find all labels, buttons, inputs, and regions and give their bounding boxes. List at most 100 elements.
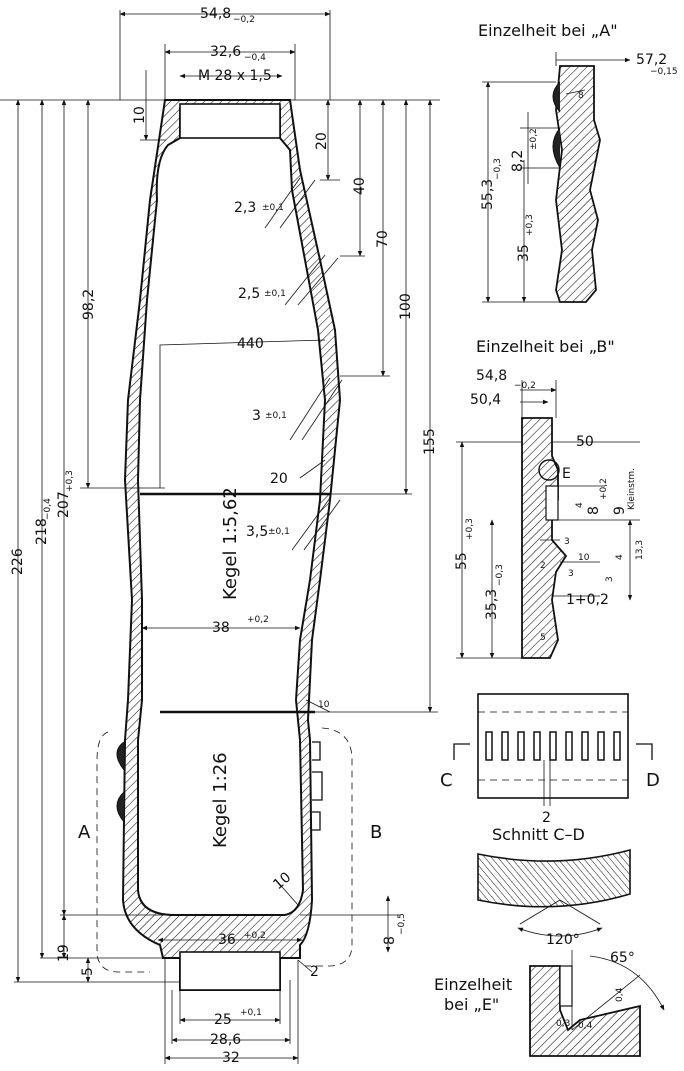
detail-a-dim-35: 35 [516,244,532,262]
detail-e-title-2: bei „E" [444,995,499,1014]
detail-e-title-1: Einzelheit [434,975,512,994]
dim-155: 155 [422,428,438,455]
detail-b-dim-5: 5 [540,633,546,643]
section-letter-a: A [78,822,91,843]
wall-dims: 2,3 ±0,1 2,5 ±0,1 3 ±0,1 3,5 ±0,1 [234,177,343,551]
detail-e-dim-0-4b: 0,4 [578,1021,593,1031]
detail-a-dim-8-2-tol: ±0,2 [529,128,539,150]
detail-a-dim-57-tol: −0,15 [650,67,678,77]
bottom-25-tol: +0,1 [240,1008,262,1018]
detail-a-groove-2 [552,127,561,169]
section-label-d: D [646,770,660,791]
detail-b-dim-13-3: 13,3 [635,540,645,560]
svg-text:±0,1: ±0,1 [268,527,290,537]
dim-overall-width: 54,8 [200,6,231,22]
detail-outline-b [305,727,353,967]
detail-b-dim-55-tol: +0,3 [465,518,475,540]
detail-b: Einzelheit bei „B" E 54,8 −0,2 50,4 50 4… [454,337,645,659]
wall-20: 20 [270,471,288,487]
detail-b-circle-e [538,459,560,481]
detail-b-dim-4: 4 [575,502,585,508]
svg-text:±0,1: ±0,1 [264,289,286,299]
detail-b-slot [545,485,559,521]
detail-b-dim-50: 50 [576,434,594,450]
dim-19: 19 [56,944,72,962]
section-cd-title: Schnitt C–D [492,825,585,844]
detail-e: Einzelheit bei „E" 65° 0,4 0,3 0,4 [434,950,665,1057]
svg-text:2,3: 2,3 [234,200,256,216]
detail-a-dim-55-tol: −0,3 [493,158,503,180]
bottom-bore [179,951,281,991]
section-cd-dim-2: 2 [542,810,551,826]
svg-text:3,5: 3,5 [246,524,268,540]
detail-e-slot [559,965,573,1007]
detail-b-dim-4b: 4 [615,554,625,560]
detail-a-dim-57: 57,2 [636,52,667,68]
detail-b-dim-8-tol: +0,2 [599,478,609,500]
section-cd-arc [477,848,631,908]
inner-38-tol: +0,2 [247,615,269,625]
detail-e-dim-0-3: 0,3 [556,1019,570,1029]
detail-b-dim-8: 8 [586,506,602,515]
detail-b-title: Einzelheit bei „B" [476,337,615,356]
detail-b-dim-35-tol: −0,3 [495,564,505,586]
base-8-tol: −0,5 [397,913,407,935]
dim-bore-width: 32,6 [210,44,241,60]
detail-b-dim-54: 54,8 [476,368,507,384]
section-cd: C D 2 Schnitt C–D 120° [440,693,660,948]
wall-10a: 10 [318,700,330,710]
dim-10-top: 10 [132,106,148,124]
groove-a2 [116,791,125,823]
svg-text:±0,1: ±0,1 [265,411,287,421]
detail-e-part [529,965,641,1057]
dim-218-tol: −0,4 [43,498,53,520]
main-view: 54,8 −0,2 32,6 −0,4 M 28 x 1,5 10 20 40 … [0,6,440,1066]
notch-b [312,741,323,831]
dim-98-2: 98,2 [81,289,97,320]
detail-b-dim-10: 10 [578,553,590,563]
section-letter-b: B [370,822,382,843]
dim-20-top: 20 [314,132,330,150]
detail-a-dim-55: 55,3 [480,179,496,210]
dim-207: 207 [56,491,72,518]
svg-text:±0,1: ±0,1 [262,203,284,213]
inner-36-tol: +0,2 [244,931,266,941]
detail-e-angle: 65° [610,950,635,966]
svg-text:3: 3 [252,408,261,424]
dim-226: 226 [10,548,26,575]
radius-440: 440 [237,336,264,352]
section-cd-slots [485,731,621,761]
bottom-25: 25 [214,1012,232,1028]
bottom-32: 32 [222,1050,240,1066]
dim-bore-width-tol: −0,4 [244,53,266,63]
fillet-2: 2 [310,964,319,980]
detail-b-part [521,417,568,659]
detail-b-dim-2: 2 [540,561,546,571]
groove-a1 [116,741,125,771]
dim-218: 218 [34,518,50,545]
detail-a-title: Einzelheit bei „A" [478,21,618,40]
detail-b-dim-35: 35,3 [484,589,500,620]
dim-5: 5 [80,967,96,976]
section-cd-angle: 120° [546,932,580,948]
dim-thread: M 28 x 1,5 [198,68,272,84]
detail-e-dim-0-4a: 0,4 [615,987,625,1002]
cone-lower-label: Kegel 1:26 [210,752,231,848]
detail-a-groove-1 [552,81,561,113]
detail-a-dim-8: 8 [578,91,584,101]
detail-b-dim-54-tol: −0,2 [514,381,536,391]
detail-a-dim-35-tol: +0,3 [525,214,535,236]
detail-b-dim-55: 55 [454,552,470,570]
detail-a-dim-8-2: 8,2 [510,150,526,172]
detail-b-label-e: E [562,466,571,482]
dim-207-tol: +0,3 [65,470,75,492]
detail-b-dim-9: 9 [612,506,628,515]
dim-100: 100 [398,293,414,320]
detail-b-dim-3c: 3 [605,576,615,582]
dim-40: 40 [352,177,368,195]
detail-a: Einzelheit bei „A" 57,2 −0,15 8 8,2 ±0,2… [478,21,678,303]
svg-text:2,5: 2,5 [238,286,260,302]
section-cd-body [477,693,629,799]
detail-b-dim-1: 1+0,2 [566,592,609,608]
bottom-28-6: 28,6 [210,1032,241,1048]
